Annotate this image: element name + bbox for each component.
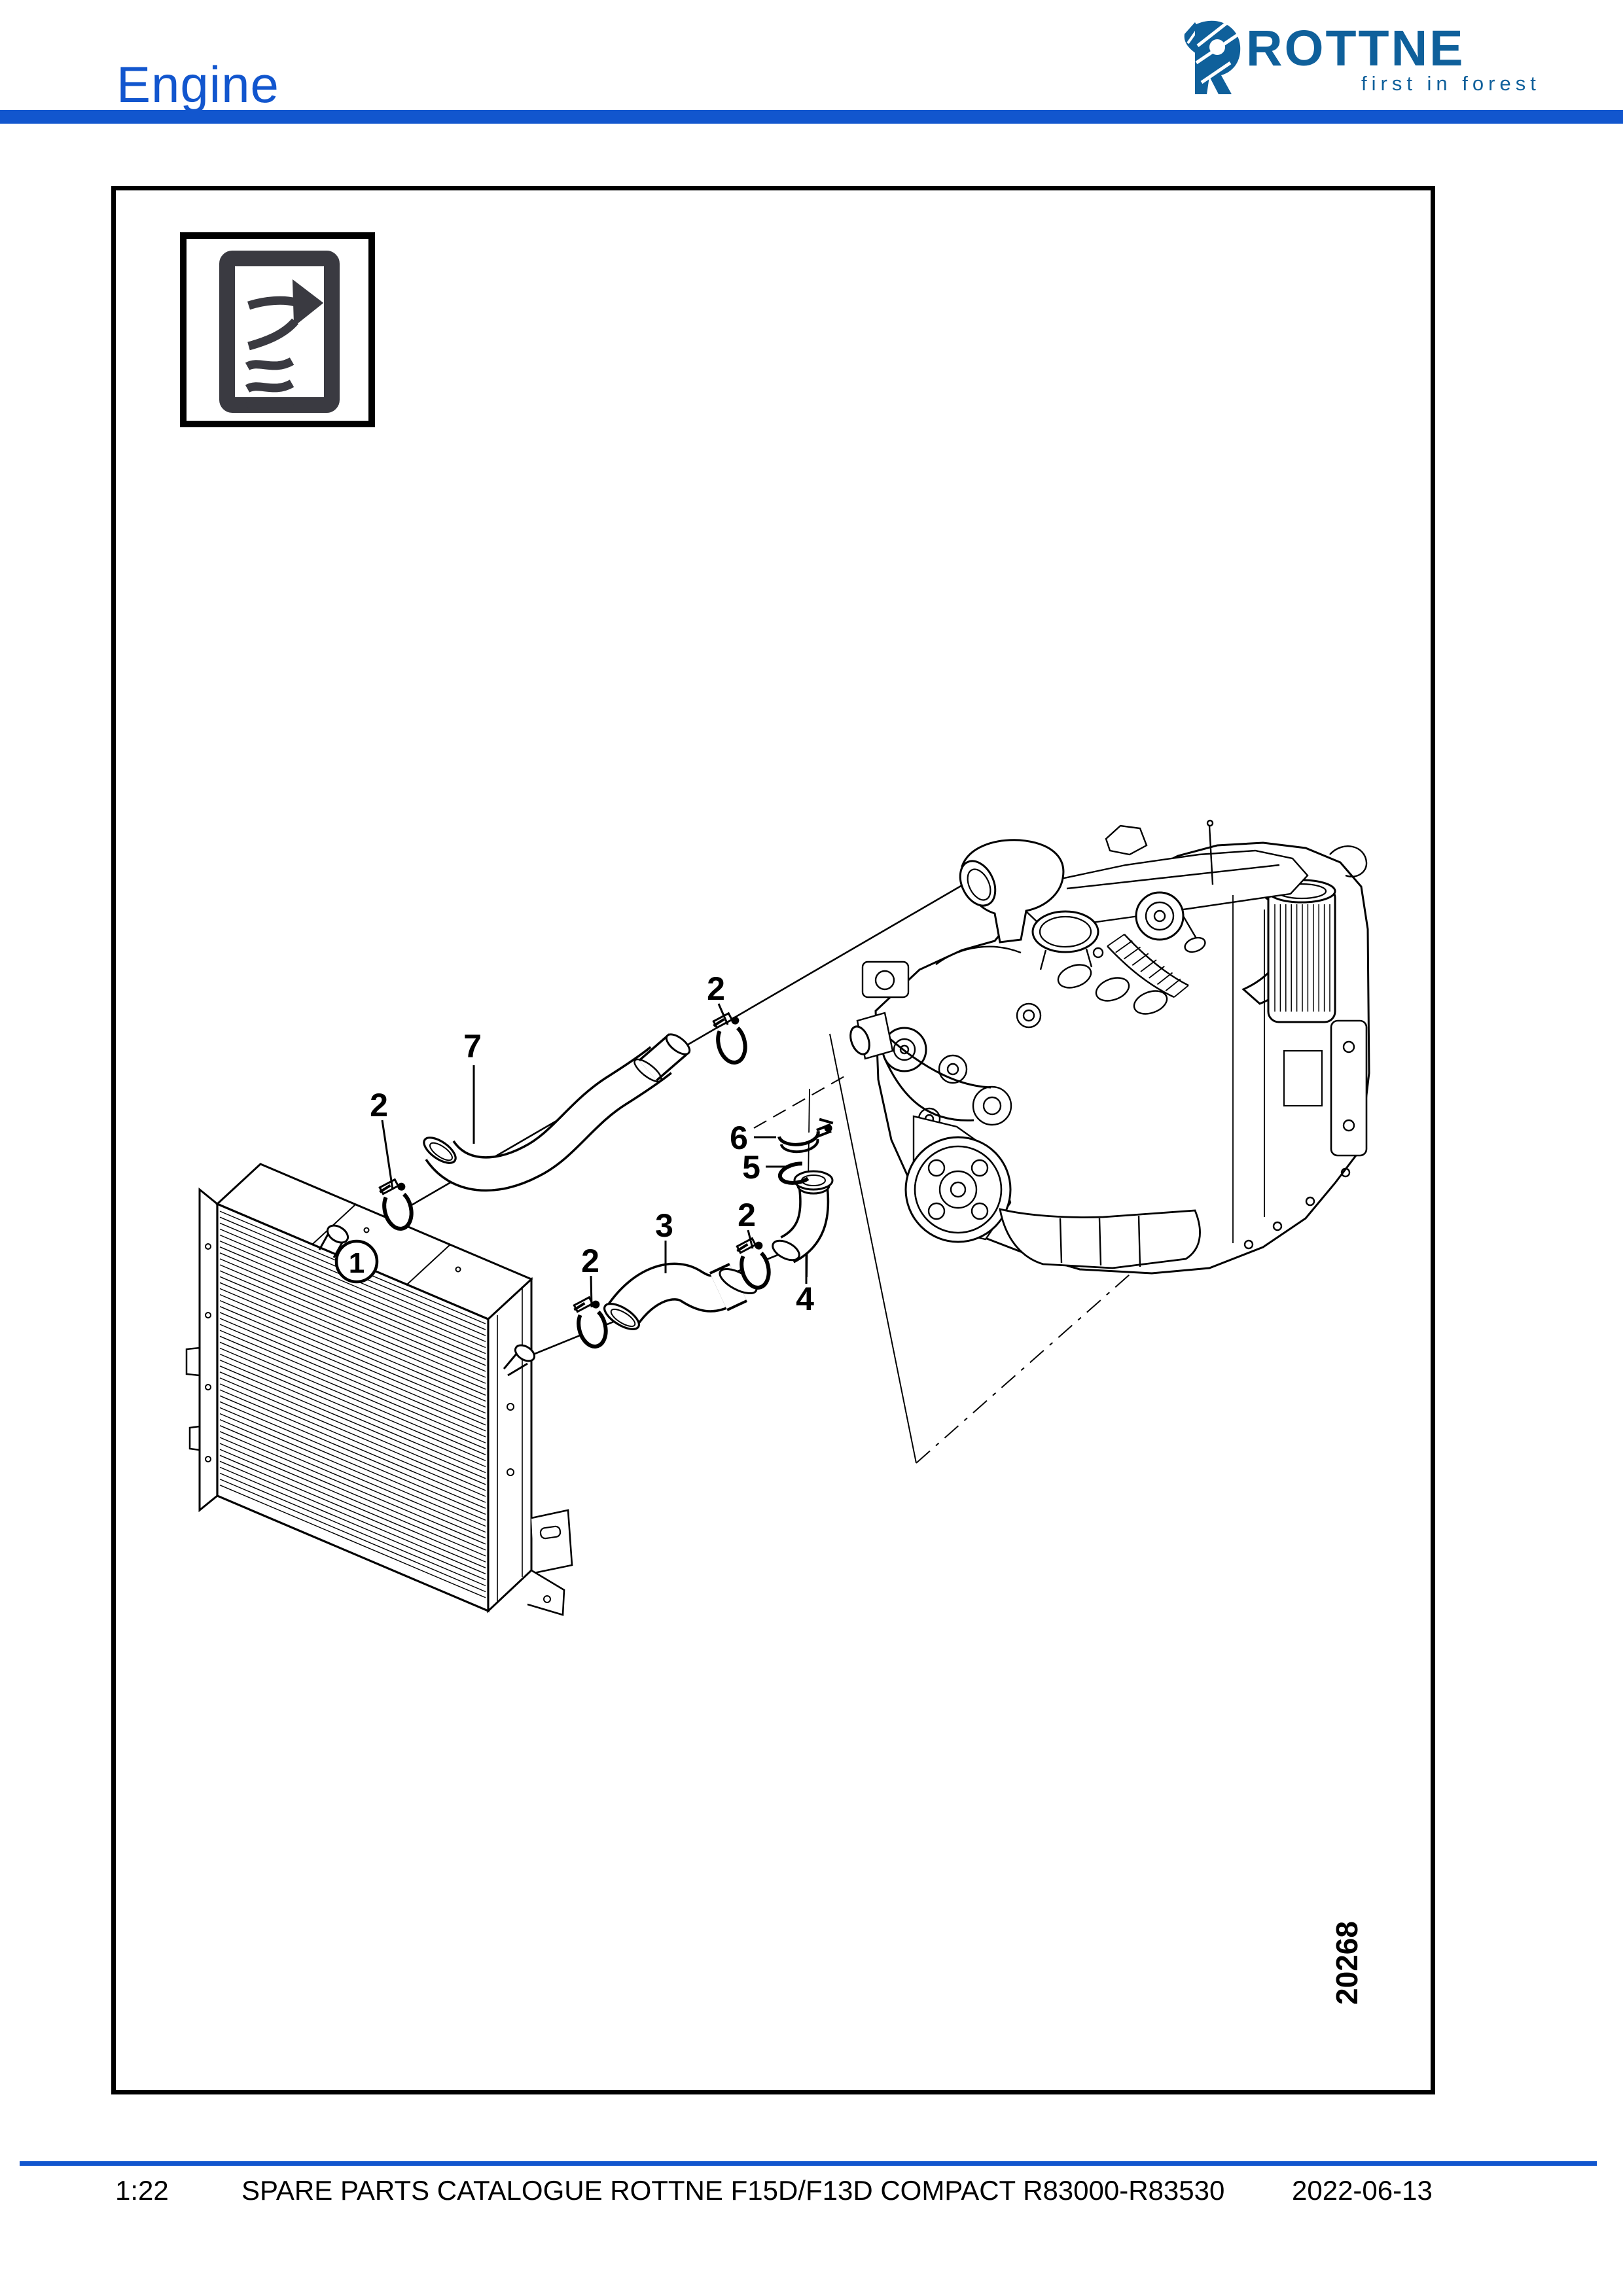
logo-wordmark: ROTTNE	[1246, 20, 1465, 77]
footer-scale: 1:22	[115, 2175, 169, 2206]
logo-tagline: first in forest	[1361, 72, 1541, 95]
header-accent-bar	[0, 110, 1623, 124]
page-title: Engine	[116, 56, 279, 113]
rottne-r-mark-icon	[1184, 20, 1241, 94]
airflow-icon-glyph	[219, 251, 340, 413]
footer-rule	[20, 2161, 1597, 2166]
rottne-logo: ROTTNE first in forest	[1175, 12, 1542, 103]
figure-frame	[111, 186, 1435, 2094]
footer-date: 2022-06-13	[1292, 2175, 1433, 2206]
footer-title: SPARE PARTS CATALOGUE ROTTNE F15D/F13D C…	[241, 2175, 1225, 2206]
airflow-icon	[180, 232, 375, 427]
